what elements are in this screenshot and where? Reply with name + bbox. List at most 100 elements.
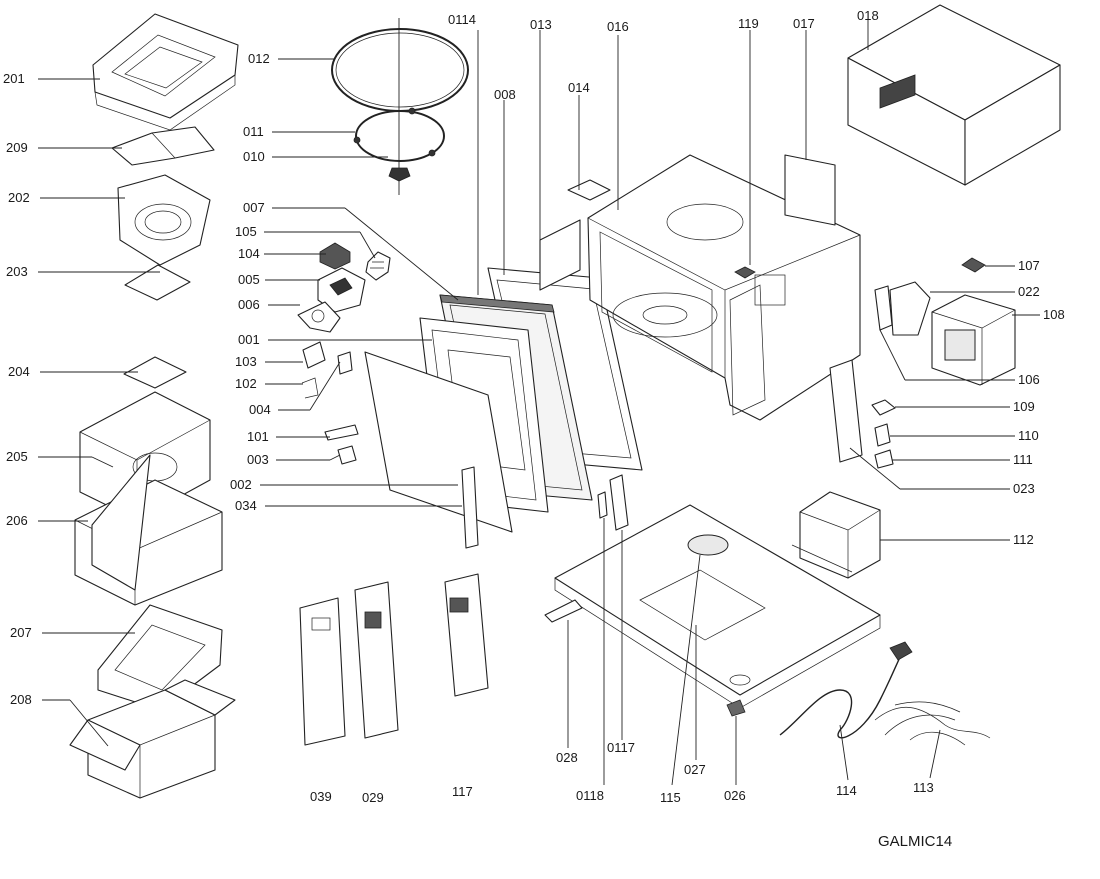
part-017-sheet bbox=[784, 154, 836, 226]
part-204-card bbox=[123, 356, 187, 389]
label-002: 002 bbox=[230, 477, 252, 492]
label-010: 010 bbox=[243, 149, 265, 164]
part-105-fan-motor bbox=[365, 251, 391, 281]
label-034: 034 bbox=[235, 498, 257, 513]
label-205: 205 bbox=[6, 449, 28, 464]
part-026-foot bbox=[726, 699, 746, 717]
label-108: 108 bbox=[1043, 307, 1065, 322]
label-001: 001 bbox=[238, 332, 260, 347]
part-011-roller-ring bbox=[355, 110, 445, 162]
label-014: 014 bbox=[568, 80, 590, 95]
part-006-fan-blade bbox=[297, 301, 341, 333]
label-202: 202 bbox=[8, 190, 30, 205]
label-208: 208 bbox=[10, 692, 32, 707]
label-011: 011 bbox=[243, 124, 264, 139]
label-007: 007 bbox=[243, 200, 265, 215]
diagram-code: GALMIC14 bbox=[878, 833, 952, 850]
label-119: 119 bbox=[738, 16, 759, 31]
label-026: 026 bbox=[724, 788, 746, 803]
part-101-fuse bbox=[324, 424, 359, 441]
label-0114: 0114 bbox=[448, 12, 476, 27]
part-010-coupler bbox=[388, 167, 411, 182]
label-013: 013 bbox=[530, 17, 552, 32]
label-115: 115 bbox=[660, 790, 681, 805]
part-039-panel-film bbox=[299, 597, 346, 746]
part-117-pcb bbox=[444, 573, 489, 697]
part-013-mica-cover bbox=[539, 219, 581, 291]
label-017: 017 bbox=[793, 16, 815, 31]
part-016-cavity bbox=[587, 154, 861, 421]
label-005: 005 bbox=[238, 272, 260, 287]
label-008: 008 bbox=[494, 87, 516, 102]
part-109-switch bbox=[871, 399, 896, 416]
part-023-switch-bracket bbox=[829, 359, 863, 463]
callout-labels: 201 209 202 203 204 205 206 207 208 012 … bbox=[3, 8, 1065, 850]
label-111: 111 bbox=[1013, 452, 1033, 467]
label-107: 107 bbox=[1018, 258, 1040, 273]
part-005-latch-block bbox=[317, 267, 366, 313]
label-113: 113 bbox=[913, 780, 934, 795]
label-012: 012 bbox=[248, 51, 270, 66]
part-107-thermostat bbox=[961, 257, 986, 273]
part-103-capacitor bbox=[302, 341, 326, 369]
label-201: 201 bbox=[3, 71, 25, 86]
label-112: 112 bbox=[1013, 532, 1034, 547]
label-102: 102 bbox=[235, 376, 257, 391]
label-103: 103 bbox=[235, 354, 257, 369]
label-203: 203 bbox=[6, 264, 28, 279]
label-209: 209 bbox=[6, 140, 28, 155]
part-018-outer-case bbox=[847, 4, 1061, 186]
label-029: 029 bbox=[362, 790, 384, 805]
label-004: 004 bbox=[249, 402, 271, 417]
part-110-switch bbox=[874, 423, 891, 447]
part-112-transformer bbox=[791, 491, 881, 579]
label-105: 105 bbox=[235, 224, 257, 239]
part-108-magnetron bbox=[931, 294, 1016, 386]
label-0117: 0117 bbox=[607, 740, 635, 755]
label-039: 039 bbox=[310, 789, 332, 804]
part-119-motor bbox=[734, 266, 756, 279]
label-101: 101 bbox=[247, 429, 269, 444]
label-114: 114 bbox=[836, 783, 857, 798]
label-027: 027 bbox=[684, 762, 706, 777]
label-006: 006 bbox=[238, 297, 260, 312]
label-109: 109 bbox=[1013, 399, 1035, 414]
part-0117-support bbox=[609, 474, 629, 531]
part-012-glass-tray bbox=[331, 28, 469, 112]
label-003: 003 bbox=[247, 452, 269, 467]
part-202-foam-insert bbox=[117, 174, 211, 266]
leader-lines bbox=[38, 20, 1040, 786]
part-208-carton bbox=[69, 679, 236, 799]
part-0118-latch bbox=[597, 491, 608, 519]
part-201-foam-top bbox=[92, 13, 239, 131]
part-209-sheet bbox=[111, 126, 215, 166]
label-022: 022 bbox=[1018, 284, 1040, 299]
part-029-control-panel bbox=[354, 581, 399, 739]
label-117: 117 bbox=[452, 784, 473, 799]
label-018: 018 bbox=[857, 8, 879, 23]
part-113-wire-harness bbox=[874, 701, 991, 746]
part-104-switch bbox=[319, 242, 351, 270]
part-028-bracket bbox=[544, 599, 583, 623]
label-104: 104 bbox=[238, 246, 260, 261]
part-111-switch bbox=[874, 449, 894, 469]
part-102-diode bbox=[301, 377, 319, 399]
part-014-bracket bbox=[567, 179, 611, 201]
part-203-card bbox=[124, 264, 191, 301]
label-206: 206 bbox=[6, 513, 28, 528]
part-114-power-cord bbox=[779, 647, 906, 739]
label-106: 106 bbox=[1018, 372, 1040, 387]
label-204: 204 bbox=[8, 364, 30, 379]
label-110: 110 bbox=[1018, 428, 1039, 443]
label-028: 028 bbox=[556, 750, 578, 765]
part-205-206-packaged-box bbox=[74, 391, 223, 606]
part-034-handle bbox=[461, 466, 479, 549]
part-004-bracket bbox=[337, 351, 353, 375]
part-003-hinge bbox=[337, 445, 357, 465]
label-0118: 0118 bbox=[576, 788, 604, 803]
part-022-106-hv-parts bbox=[874, 281, 931, 336]
label-016: 016 bbox=[607, 19, 629, 34]
label-023: 023 bbox=[1013, 481, 1035, 496]
part-base-plate bbox=[554, 504, 881, 709]
